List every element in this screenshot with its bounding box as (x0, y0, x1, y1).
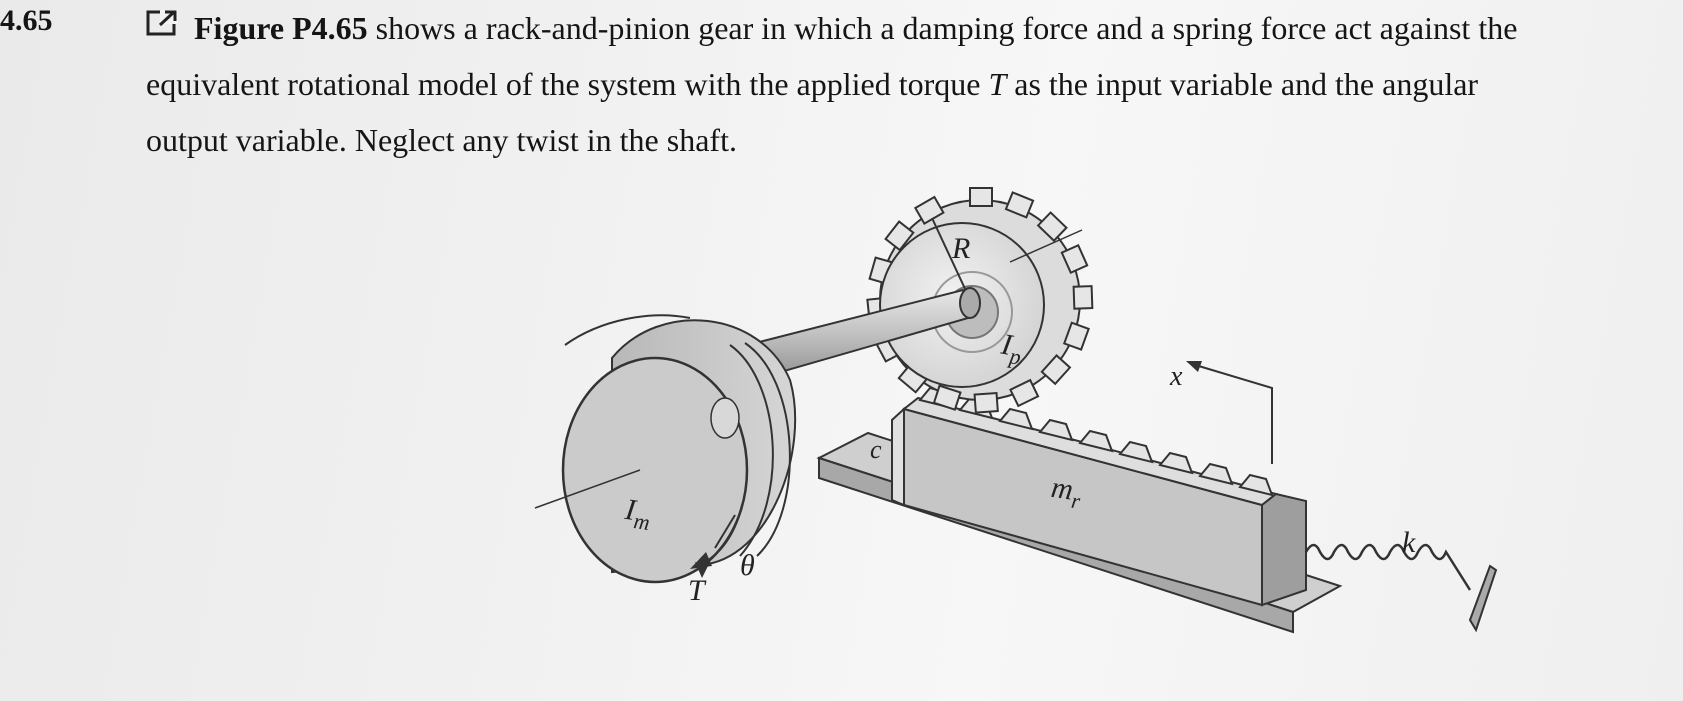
line-2-text-a: equivalent rotational model of the syste… (146, 66, 989, 102)
displacement-indicator (1186, 361, 1273, 464)
label-Ip: Ip (997, 327, 1025, 369)
problem-number: 4.65 (0, 4, 53, 37)
torque-arrow (564, 314, 691, 346)
problem-line-2: equivalent rotational model of the syste… (146, 56, 1683, 112)
rack (901, 386, 1307, 607)
gear-axis-line (1009, 229, 1083, 263)
gear-teeth (866, 187, 1094, 414)
drum-axis-line (534, 469, 641, 509)
line-1-text: shows a rack-and-pinion gear in which a … (367, 10, 1518, 46)
label-k: k (1402, 526, 1416, 559)
external-link-icon[interactable] (146, 8, 180, 38)
label-mr: mr (1048, 471, 1084, 514)
label-Im: Im (621, 493, 653, 535)
problem-line-3: output variable. Neglect any twist in th… (146, 122, 737, 158)
label-x: x (1169, 361, 1183, 392)
label-c: c (870, 435, 882, 464)
problem-statement: Figure P4.65 shows a rack-and-pinion gea… (146, 0, 1683, 168)
spring (1304, 543, 1498, 633)
damper-block (891, 406, 905, 507)
line-2-text-b: as the input variable and the angular (1006, 66, 1479, 102)
motor-inertia (534, 314, 797, 584)
label-R: R (951, 232, 970, 265)
problem-line-1: Figure P4.65 shows a rack-and-pinion gea… (146, 0, 1683, 56)
torque-variable: T (988, 66, 1007, 102)
figure-reference[interactable]: Figure P4.65 (194, 10, 368, 46)
label-T: T (688, 574, 707, 607)
label-theta: θ (740, 549, 755, 582)
